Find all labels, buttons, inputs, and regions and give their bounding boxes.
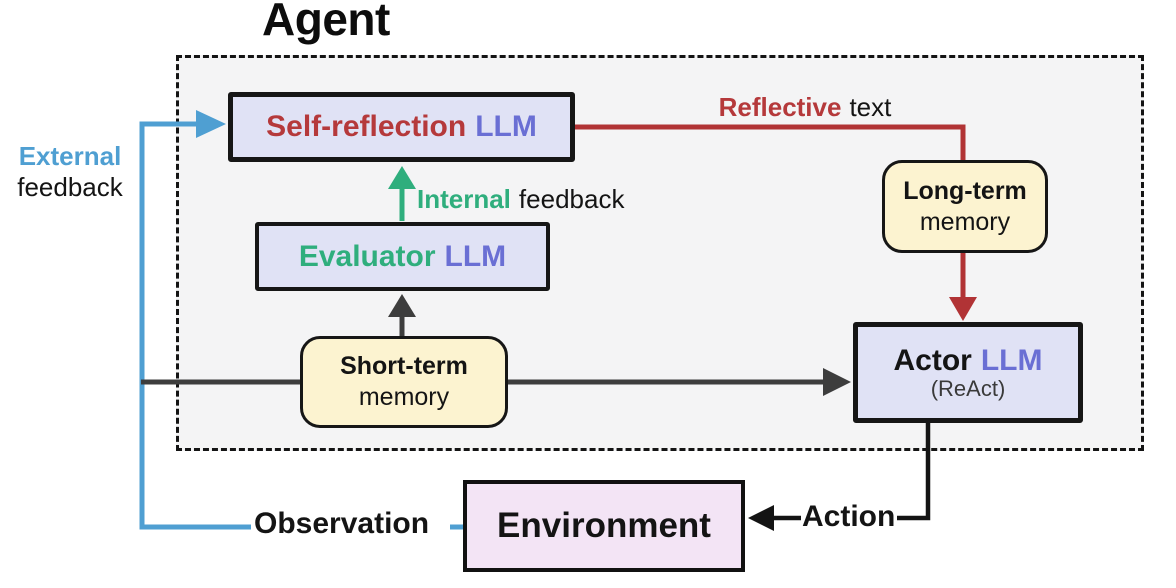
- reflective-text-word2: text: [849, 92, 892, 122]
- environment-label: Environment: [497, 506, 711, 545]
- self-reflection-llm-label: Self-reflection LLM: [266, 110, 537, 144]
- internal-feedback-word1: Internal: [417, 184, 511, 214]
- short-term-memory-line2: memory: [358, 383, 450, 411]
- action-label: Action: [802, 500, 896, 533]
- reflective-text-word1: Reflective: [718, 92, 842, 122]
- actor-llm-node: Actor LLM (ReAct): [853, 322, 1083, 423]
- actor-sublabel: (ReAct): [930, 375, 1006, 401]
- short-term-memory-line1: Short-term: [340, 352, 468, 380]
- external-feedback-word1: External: [18, 141, 122, 171]
- long-term-memory-node: Long-term memory: [882, 160, 1048, 253]
- evaluator-label-secondary: LLM: [444, 239, 507, 273]
- observation-label: Observation: [254, 507, 430, 540]
- self-reflection-llm-node: Self-reflection LLM: [228, 92, 575, 162]
- long-term-memory-line1: Long-term: [903, 176, 1027, 205]
- evaluator-llm-node: Evaluator LLM: [255, 222, 550, 291]
- actor-label-secondary: LLM: [980, 343, 1043, 377]
- internal-feedback-word2: feedback: [518, 184, 625, 214]
- self-reflection-label-primary: Self-reflection: [266, 110, 467, 143]
- short-term-memory-node: Short-term memory: [300, 336, 508, 428]
- evaluator-llm-label: Evaluator LLM: [299, 240, 506, 274]
- actor-label-primary: Actor: [893, 343, 972, 377]
- agent-title: Agent: [262, 0, 390, 45]
- long-term-memory-line2: memory: [919, 207, 1011, 236]
- external-feedback-label: External feedback: [4, 141, 136, 203]
- actor-llm-label: Actor LLM: [893, 343, 1043, 377]
- external-feedback-word2: feedback: [17, 172, 123, 202]
- self-reflection-label-secondary: LLM: [475, 110, 537, 143]
- evaluator-label-primary: Evaluator: [298, 239, 436, 273]
- environment-node: Environment: [463, 480, 745, 572]
